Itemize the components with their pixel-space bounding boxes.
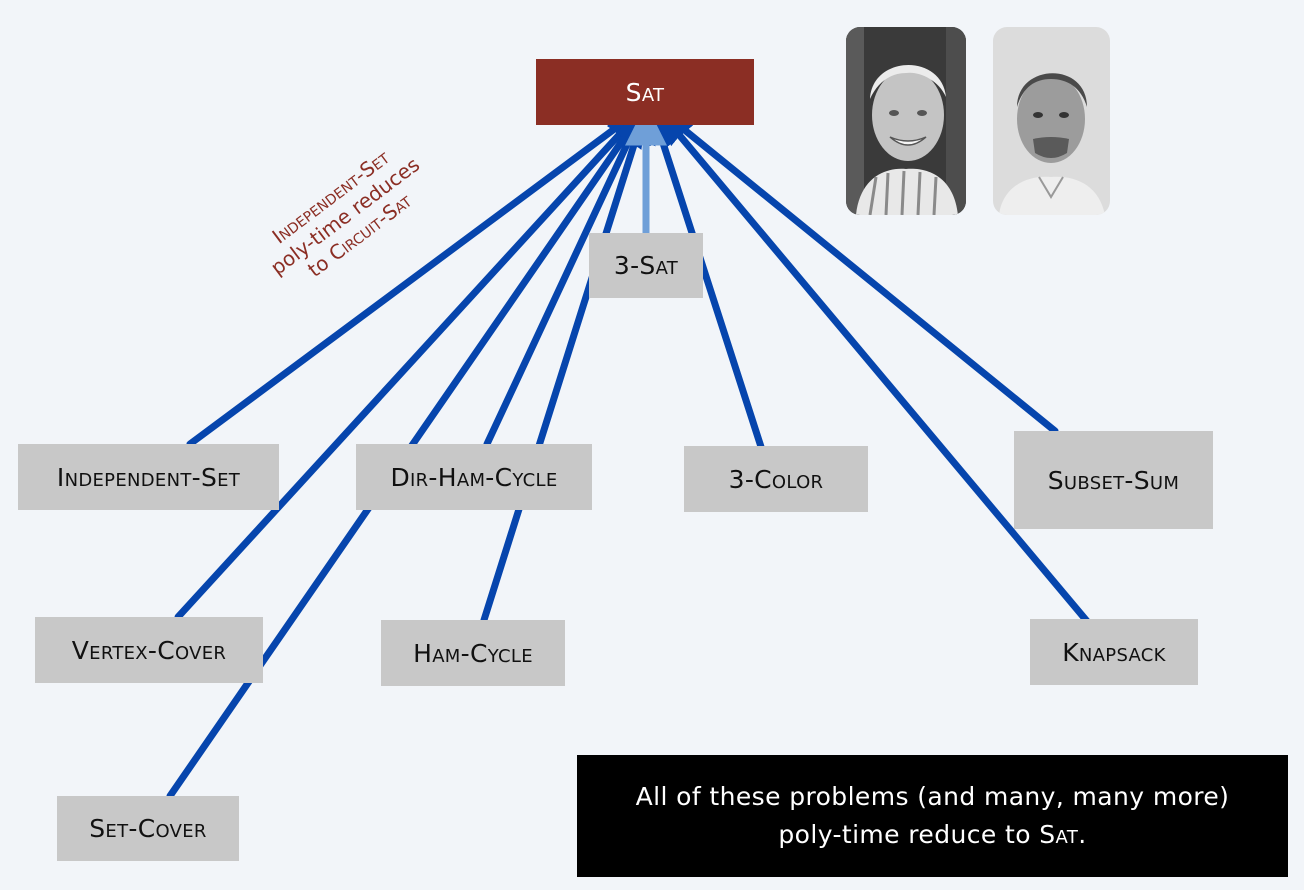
node-ham-cycle-label: Ham-Cycle [413, 638, 533, 668]
node-independent-set: Independent-Set [18, 444, 279, 510]
caption-line-2-prefix: poly-time reduce to [778, 820, 1040, 849]
node-independent-set-label: Independent-Set [56, 462, 241, 492]
node-3-color: 3-Color [684, 446, 868, 512]
node-3-sat-label: 3-Sat [613, 251, 679, 280]
node-knapsack-label: Knapsack [1062, 637, 1166, 667]
person-photo-2 [993, 27, 1110, 215]
caption-line-1: All of these problems (and many, many mo… [635, 782, 1230, 811]
node-sat-label: Sat [625, 77, 665, 107]
arrow-subset-sum-to-sat [651, 103, 1059, 435]
node-3-sat: 3-Sat [589, 233, 703, 298]
caption-line-2: poly-time reduce to Sat. [778, 816, 1086, 854]
node-3-color-label: 3-Color [728, 464, 824, 494]
caption-line-2-suffix: . [1078, 820, 1087, 849]
node-set-cover-label: Set-Cover [89, 814, 207, 843]
arrow-dir-ham-cycle-to-sat [483, 100, 649, 448]
caption-line-2-sc: Sat [1039, 820, 1079, 849]
arrow-ham-cycle-to-sat [480, 99, 656, 624]
node-sat: Sat [536, 59, 754, 125]
caption-box: All of these problems (and many, many mo… [577, 755, 1288, 877]
node-subset-sum-label: Subset-Sum [1047, 465, 1180, 495]
node-vertex-cover: Vertex-Cover [35, 617, 263, 683]
node-knapsack: Knapsack [1030, 619, 1198, 685]
node-dir-ham-cycle: Dir-Ham-Cycle [356, 444, 592, 510]
person-photo-1 [846, 27, 966, 215]
arrow-knapsack-to-sat [653, 103, 1116, 655]
node-vertex-cover-label: Vertex-Cover [71, 635, 227, 665]
node-ham-cycle: Ham-Cycle [381, 620, 565, 686]
node-subset-sum: Subset-Sum [1014, 431, 1213, 529]
node-dir-ham-cycle-label: Dir-Ham-Cycle [390, 462, 558, 492]
arrow-independent-set-to-sat [186, 103, 649, 448]
arrow-vertex-cover-to-sat [174, 104, 648, 621]
node-set-cover: Set-Cover [57, 796, 239, 861]
arrow-3-color-to-sat [642, 102, 777, 488]
